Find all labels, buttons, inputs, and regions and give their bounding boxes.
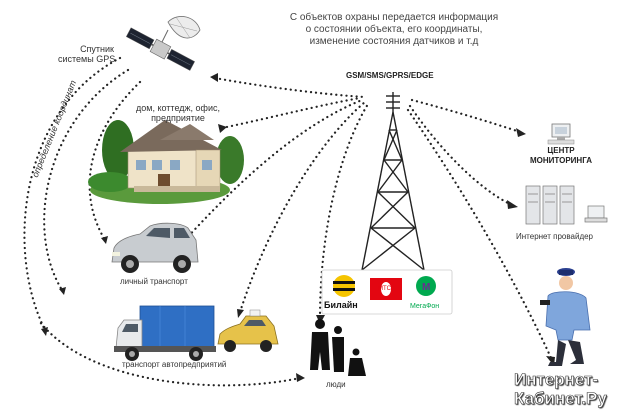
monitoring-label: ЦЕНТР МОНИТОРИНГА: [522, 146, 600, 166]
people-label: люди: [326, 380, 346, 389]
house-label-line-2: предприятие: [151, 113, 205, 123]
fleet-label: транспорт автопредприятий: [122, 360, 227, 369]
mts-label: МТС: [378, 286, 391, 292]
operators-panel: M: [321, 269, 453, 315]
megafon-label: МегаФон: [410, 303, 440, 310]
provider-label: Интернет провайдер: [516, 232, 594, 241]
flow-tower-satellite: [213, 76, 367, 99]
car-icon: [111, 222, 199, 273]
flow-people-satellite: [38, 320, 302, 387]
satellite-label-line-2: системы GPS: [58, 54, 116, 64]
svg-text:M: M: [422, 282, 430, 293]
beeline-label: Билайн: [324, 300, 358, 310]
flow-tower-provider: [408, 104, 514, 207]
info-line-2: о состоянии объекта, его координаты,: [305, 24, 483, 35]
monitoring-label-line-1: ЦЕНТР: [547, 146, 575, 155]
beeline-logo-icon: [333, 275, 355, 297]
watermark-text: Интернет- Кабинет.Ру: [514, 370, 607, 409]
house-label: дом, коттедж, офис, предприятие: [126, 103, 230, 123]
satellite-label-line-1: Спутник: [80, 44, 114, 54]
watermark-line-1: Интернет-: [514, 370, 599, 390]
guard-icon: [540, 268, 591, 366]
flow-tower-monitoring: [410, 98, 522, 134]
satellite-icon: [125, 16, 201, 71]
servers-icon: [525, 185, 608, 225]
protocols-label: GSM/SMS/GPRS/EDGE: [346, 71, 434, 80]
computer-icon: [547, 123, 575, 145]
info-line-3: изменение состояния датчиков и т.д: [309, 36, 479, 47]
flow-satellite-car: [88, 80, 142, 242]
house-label-line-1: дом, коттедж, офис,: [136, 103, 220, 113]
flow-tower-house: [220, 96, 362, 130]
cell-tower-icon: [361, 92, 425, 271]
monitoring-label-line-2: МОНИТОРИНГА: [530, 156, 592, 165]
flow-lines: [23, 56, 554, 387]
mts-logo-icon: [370, 278, 402, 300]
flow-tower-car: [183, 98, 364, 242]
watermark-line-2: Кабинет.Ру: [514, 389, 607, 409]
taxi-icon: [217, 309, 279, 352]
satellite-label: Спутник системы GPS: [58, 44, 116, 64]
people-icon: [310, 319, 366, 376]
info-line-1: С объектов охраны передается информация: [289, 12, 499, 23]
flow-tower-fleet: [238, 100, 367, 314]
truck-icon: [114, 305, 216, 361]
flow-satellite-fleet-inner: [43, 68, 130, 292]
car-label: личный транспорт: [120, 277, 188, 286]
megafon-logo-icon: M: [416, 276, 436, 296]
house-icon: [88, 120, 244, 204]
info-text: С объектов охраны передается информация …: [286, 12, 502, 48]
